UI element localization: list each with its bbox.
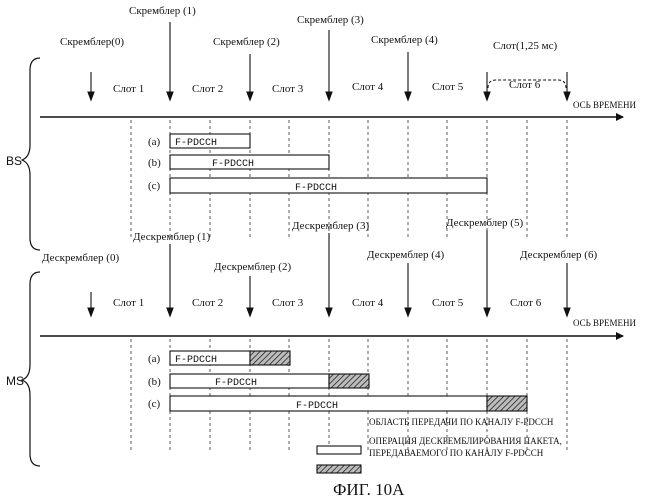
bs-axis-label: ОСЬ ВРЕМЕНИ bbox=[573, 100, 637, 110]
bs-row-b: (b) F-PDCCH bbox=[148, 155, 329, 170]
bs-brace bbox=[22, 58, 40, 250]
bs-row-a: (a) F-PDCCH bbox=[148, 134, 250, 149]
bs-slot-4: Слот 4 bbox=[352, 81, 384, 93]
ms-row-b-label: F-PDCCH bbox=[215, 378, 257, 389]
legend-op-line2: ПЕРЕДАВАЕМОГО ПО КАНАЛУ F-PDCCH bbox=[369, 448, 544, 458]
legend: ОБЛАСТЬ ПЕРЕДАЧИ ПО КАНАЛУ F-PDCCH ОПЕРА… bbox=[317, 417, 562, 473]
bs-row-c-label: F-PDCCH bbox=[295, 183, 337, 194]
ms-row-a-label: F-PDCCH bbox=[175, 355, 217, 366]
legend-descramble-swatch bbox=[317, 465, 361, 473]
legend-op-line1: ОПЕРАЦИЯ ДЕСКРЕМБЛИРОВАНИЯ ПАКЕТА, bbox=[369, 436, 562, 446]
legend-transmission-swatch bbox=[317, 446, 361, 454]
descrambler-4-label: Дескремблер (4) bbox=[367, 249, 444, 261]
ms-slot-6: Слот 6 bbox=[510, 297, 542, 309]
descrambler-3-label: Дескремблер (3) bbox=[292, 220, 369, 232]
bs-slot-1: Слот 1 bbox=[113, 83, 144, 95]
ms-row-b-descramble bbox=[329, 374, 369, 388]
ms-row-c-tag: (c) bbox=[148, 398, 161, 410]
ms-row-a: (a) F-PDCCH bbox=[148, 351, 290, 366]
bs-row-a-tag: (a) bbox=[148, 136, 161, 148]
bs-section: BS Скремблер (1) Скремблер (3) Скремблер… bbox=[6, 5, 637, 250]
legend-region-label: ОБЛАСТЬ ПЕРЕДАЧИ ПО КАНАЛУ F-PDCCH bbox=[369, 417, 554, 427]
ms-row-a-descramble bbox=[250, 351, 290, 365]
bs-slot-2: Слот 2 bbox=[192, 83, 223, 95]
descrambler-0-label: Дескремблер (0) bbox=[42, 252, 119, 264]
bs-row-a-label: F-PDCCH bbox=[175, 138, 217, 149]
ms-row-b: (b) F-PDCCH bbox=[148, 374, 369, 389]
ms-brace bbox=[22, 272, 40, 466]
descrambler-5-label: Дескремблер (5) bbox=[446, 217, 523, 229]
ms-row-c-label: F-PDCCH bbox=[296, 401, 338, 412]
ms-slot-3: Слот 3 bbox=[272, 297, 304, 309]
scrambler-3-label: Скремблер (3) bbox=[297, 14, 364, 26]
bs-slot-3: Слот 3 bbox=[272, 83, 304, 95]
ms-section: MS Слот 1 Слот 2 Слот 3 Слот 4 Слот 5 Сл… bbox=[6, 230, 637, 466]
descrambler-6-label: Дескремблер (6) bbox=[520, 249, 597, 261]
scrambler-1-label: Скремблер (1) bbox=[129, 5, 196, 17]
bs-side-label: BS bbox=[6, 154, 22, 168]
ms-row-c-descramble bbox=[487, 396, 527, 411]
descrambler-1-label: Дескремблер (1) bbox=[133, 231, 210, 243]
scrambler-4-label: Скремблер (4) bbox=[371, 34, 438, 46]
scrambler-2-label: Скремблер (2) bbox=[213, 36, 280, 48]
ms-slot-5: Слот 5 bbox=[432, 297, 464, 309]
ms-side-label: MS bbox=[6, 374, 24, 388]
bs-slot-arrows bbox=[88, 22, 570, 100]
bs-slot-5: Слот 5 bbox=[432, 81, 464, 93]
ms-row-a-tag: (a) bbox=[148, 353, 161, 365]
ms-row-b-tag: (b) bbox=[148, 376, 161, 388]
scrambler-0-label: Скремблер(0) bbox=[60, 36, 124, 48]
bs-row-c: (c) F-PDCCH bbox=[148, 178, 487, 194]
descrambler-labels: Дескремблер (1) Дескремблер (3) Дескремб… bbox=[42, 217, 597, 273]
bs-row-c-tag: (c) bbox=[148, 180, 161, 192]
bs-row-b-label: F-PDCCH bbox=[212, 159, 254, 170]
ms-axis-label: ОСЬ ВРЕМЕНИ bbox=[573, 318, 637, 328]
slot-duration-label: Слот(1,25 мс) bbox=[493, 40, 557, 52]
bs-row-b-tag: (b) bbox=[148, 157, 161, 169]
figure-caption: ФИГ. 10А bbox=[333, 480, 405, 499]
ms-row-c: (c) F-PDCCH bbox=[148, 396, 527, 412]
bs-slot-6: Слот 6 bbox=[509, 79, 541, 91]
ms-slot-4: Слот 4 bbox=[352, 297, 384, 309]
ms-slot-2: Слот 2 bbox=[192, 297, 223, 309]
descrambler-2-label: Дескремблер (2) bbox=[214, 261, 291, 273]
ms-slot-1: Слот 1 bbox=[113, 297, 144, 309]
